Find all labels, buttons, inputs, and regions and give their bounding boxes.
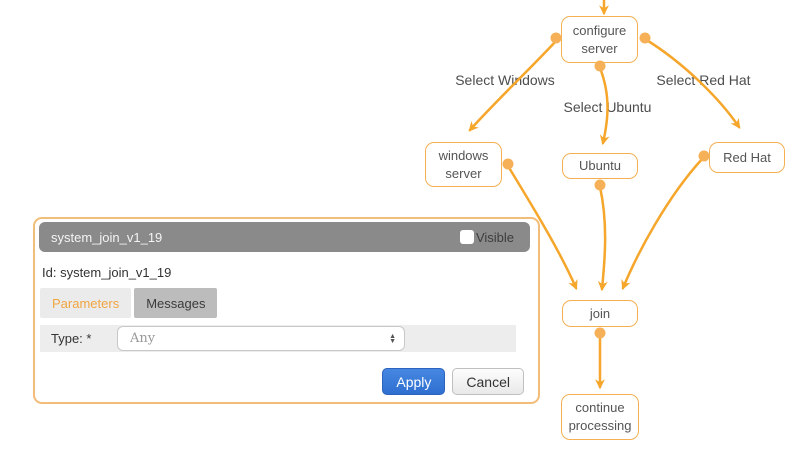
apply-button[interactable]: Apply <box>382 368 446 395</box>
edge-ubuntu-to-join[interactable] <box>597 185 608 292</box>
port-configure-server-left[interactable] <box>550 32 562 44</box>
select-stepper-icon: ▲ ▼ <box>389 332 396 345</box>
node-properties-panel: system_join_v1_19 Visible Id: system_joi… <box>33 217 540 404</box>
edge-label-select-ubuntu: Select Ubuntu <box>563 99 652 115</box>
node-windows-server[interactable]: windows server <box>425 142 502 187</box>
stepper-down-icon: ▼ <box>389 337 396 345</box>
type-select-value: Any <box>130 331 156 346</box>
type-form-row: Type: * Any ▲ ▼ <box>40 325 516 352</box>
type-label: Type: * <box>51 331 92 346</box>
visible-label: Visible <box>475 229 514 245</box>
visible-toggle[interactable]: Visible <box>459 229 514 245</box>
edge-red-hat-to-join[interactable] <box>621 156 705 291</box>
panel-header[interactable]: system_join_v1_19 Visible <box>39 222 530 252</box>
port-join-bottom[interactable] <box>594 327 606 339</box>
node-red-hat[interactable]: Red Hat <box>709 142 785 173</box>
visible-checkbox[interactable] <box>459 230 474 244</box>
port-red-hat-left[interactable] <box>698 150 710 162</box>
type-select[interactable]: Any ▲ ▼ <box>117 326 405 351</box>
port-configure-server-right[interactable] <box>639 32 651 44</box>
panel-tabs: Parameters Messages <box>40 288 538 318</box>
panel-buttons: Apply Cancel <box>382 368 524 395</box>
node-id-text: Id: system_join_v1_19 <box>42 265 172 280</box>
tab-messages[interactable]: Messages <box>134 288 218 318</box>
edge-label-select-windows: Select Windows <box>455 72 555 88</box>
port-windows-server-right[interactable] <box>502 158 514 170</box>
tab-parameters[interactable]: Parameters <box>40 288 132 318</box>
node-continue-processing[interactable]: continue processing <box>561 394 639 440</box>
port-ubuntu-bottom[interactable] <box>594 179 606 191</box>
cancel-button[interactable]: Cancel <box>452 368 524 395</box>
panel-title: system_join_v1_19 <box>51 229 163 245</box>
edge-label-select-red-hat: Select Red Hat <box>656 72 751 88</box>
stepper-up-icon: ▲ <box>389 332 396 340</box>
node-ubuntu[interactable]: Ubuntu <box>562 153 638 179</box>
node-configure-server[interactable]: configure server <box>561 16 638 63</box>
node-join[interactable]: join <box>562 300 638 327</box>
